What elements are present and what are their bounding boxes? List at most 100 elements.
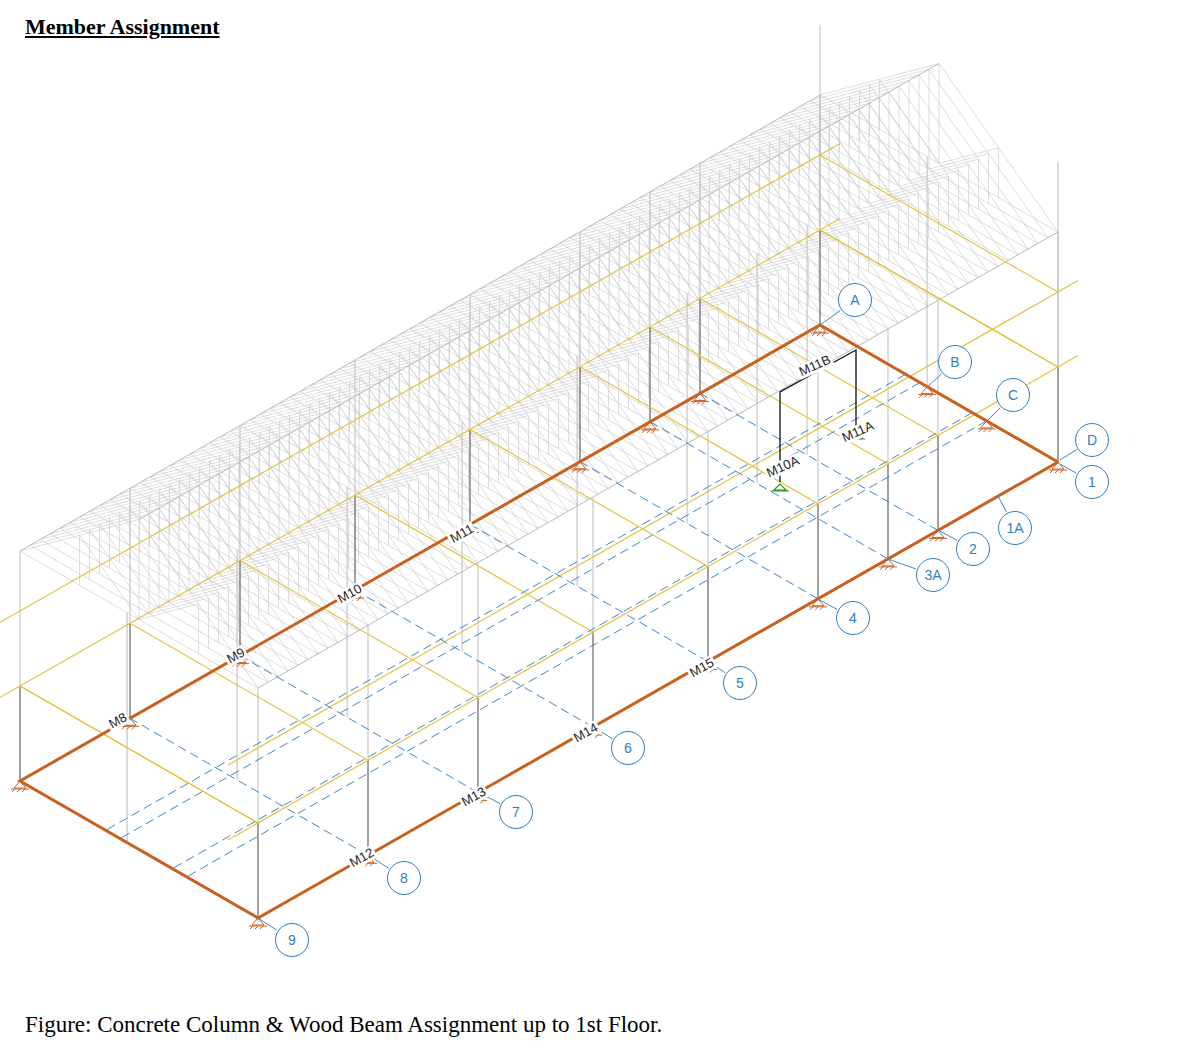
truss-line xyxy=(639,235,640,335)
truss-line xyxy=(289,434,290,534)
truss-line xyxy=(338,524,339,574)
truss-line xyxy=(829,126,830,226)
support-symbol xyxy=(879,559,897,570)
truss-line xyxy=(509,309,510,409)
upper-column xyxy=(593,497,594,632)
truss-line xyxy=(318,535,319,585)
grid-label: D xyxy=(1087,433,1097,447)
upper-column xyxy=(580,232,581,367)
truss-line xyxy=(498,433,499,483)
support-symbol xyxy=(918,387,936,398)
truss-line xyxy=(348,518,349,568)
truss-line xyxy=(859,109,860,209)
truss-line xyxy=(838,239,839,289)
concrete-column xyxy=(887,464,888,559)
yellow-beam xyxy=(650,327,888,464)
yellow-beam xyxy=(470,430,708,567)
truss-line xyxy=(718,307,719,357)
truss-line xyxy=(758,285,759,335)
concrete-column xyxy=(257,823,258,918)
support-symbol xyxy=(771,484,789,491)
support-symbol xyxy=(978,421,996,432)
member-label: M10A xyxy=(763,453,804,482)
grid-bubble: 3A xyxy=(916,558,950,592)
upper-column xyxy=(368,625,369,760)
upper-column xyxy=(130,488,131,623)
grid-label: 1 xyxy=(1088,475,1096,489)
truss-line xyxy=(369,388,370,488)
yellow-beam xyxy=(355,495,593,632)
roof-chord xyxy=(258,232,1058,688)
roof-chord xyxy=(20,95,820,551)
concrete-column xyxy=(367,760,368,855)
truss-line xyxy=(598,376,599,426)
truss-line xyxy=(448,461,449,511)
grid-leader xyxy=(888,559,916,569)
truss-line xyxy=(468,450,469,500)
grid-bubble: 9 xyxy=(275,923,309,957)
truss-line xyxy=(208,598,209,648)
grid-bubble: 5 xyxy=(723,666,757,700)
truss-line xyxy=(519,303,520,403)
truss-line xyxy=(998,148,999,198)
upper-column xyxy=(478,563,479,698)
grid-label: B xyxy=(950,355,959,369)
wood-beam-dashed xyxy=(130,718,368,855)
concrete-column xyxy=(469,430,470,525)
truss-line xyxy=(438,467,439,517)
truss-line xyxy=(839,121,840,221)
grid-leader xyxy=(1060,464,1076,473)
support-symbol xyxy=(811,325,829,336)
truss-line xyxy=(878,216,879,266)
truss-line xyxy=(328,530,329,580)
truss-line xyxy=(748,290,749,340)
dashed-beams xyxy=(20,325,1058,918)
support-symbol xyxy=(809,599,827,610)
pin-supports xyxy=(11,325,1067,929)
grid-bubble: C xyxy=(996,378,1030,412)
member-label: M10 xyxy=(334,581,367,608)
truss-line xyxy=(819,132,820,232)
truss-line xyxy=(499,314,500,414)
truss-line xyxy=(759,166,760,266)
upper-column xyxy=(470,295,471,430)
truss-line xyxy=(988,153,989,203)
truss-line xyxy=(539,292,540,392)
yellow-beam xyxy=(130,623,368,760)
yellow-beam xyxy=(228,356,1078,840)
grid-bubble: 4 xyxy=(836,601,870,635)
truss-line xyxy=(659,223,660,323)
truss-line xyxy=(648,347,649,397)
truss-line xyxy=(269,445,270,545)
truss-line xyxy=(768,279,769,329)
upper-column xyxy=(240,426,241,561)
truss-line xyxy=(469,331,470,431)
figure-title: Member Assignment xyxy=(25,14,220,40)
truss-line xyxy=(588,381,589,431)
concrete-column xyxy=(129,623,130,718)
concrete-column xyxy=(1057,367,1058,462)
truss-line xyxy=(948,176,949,226)
truss-line xyxy=(698,319,699,369)
truss-line xyxy=(359,394,360,494)
concrete-column xyxy=(707,567,708,662)
truss-line xyxy=(379,383,380,483)
truss-line xyxy=(849,115,850,215)
floor-beams xyxy=(0,144,1078,841)
truss-line xyxy=(479,326,480,426)
truss-line xyxy=(919,75,920,175)
truss-line xyxy=(778,273,779,323)
truss-line xyxy=(169,502,170,602)
truss-line xyxy=(699,200,700,300)
truss-line xyxy=(209,480,210,580)
grid-label: 5 xyxy=(736,676,744,690)
truss-line xyxy=(419,360,420,460)
grid-bubble: 1 xyxy=(1075,465,1109,499)
truss-line xyxy=(779,155,780,255)
truss-line xyxy=(628,359,629,409)
truss-line xyxy=(898,205,899,255)
member-label: M12 xyxy=(346,845,379,872)
truss-line xyxy=(669,217,670,317)
truss-line xyxy=(279,440,280,540)
truss-line xyxy=(319,417,320,517)
